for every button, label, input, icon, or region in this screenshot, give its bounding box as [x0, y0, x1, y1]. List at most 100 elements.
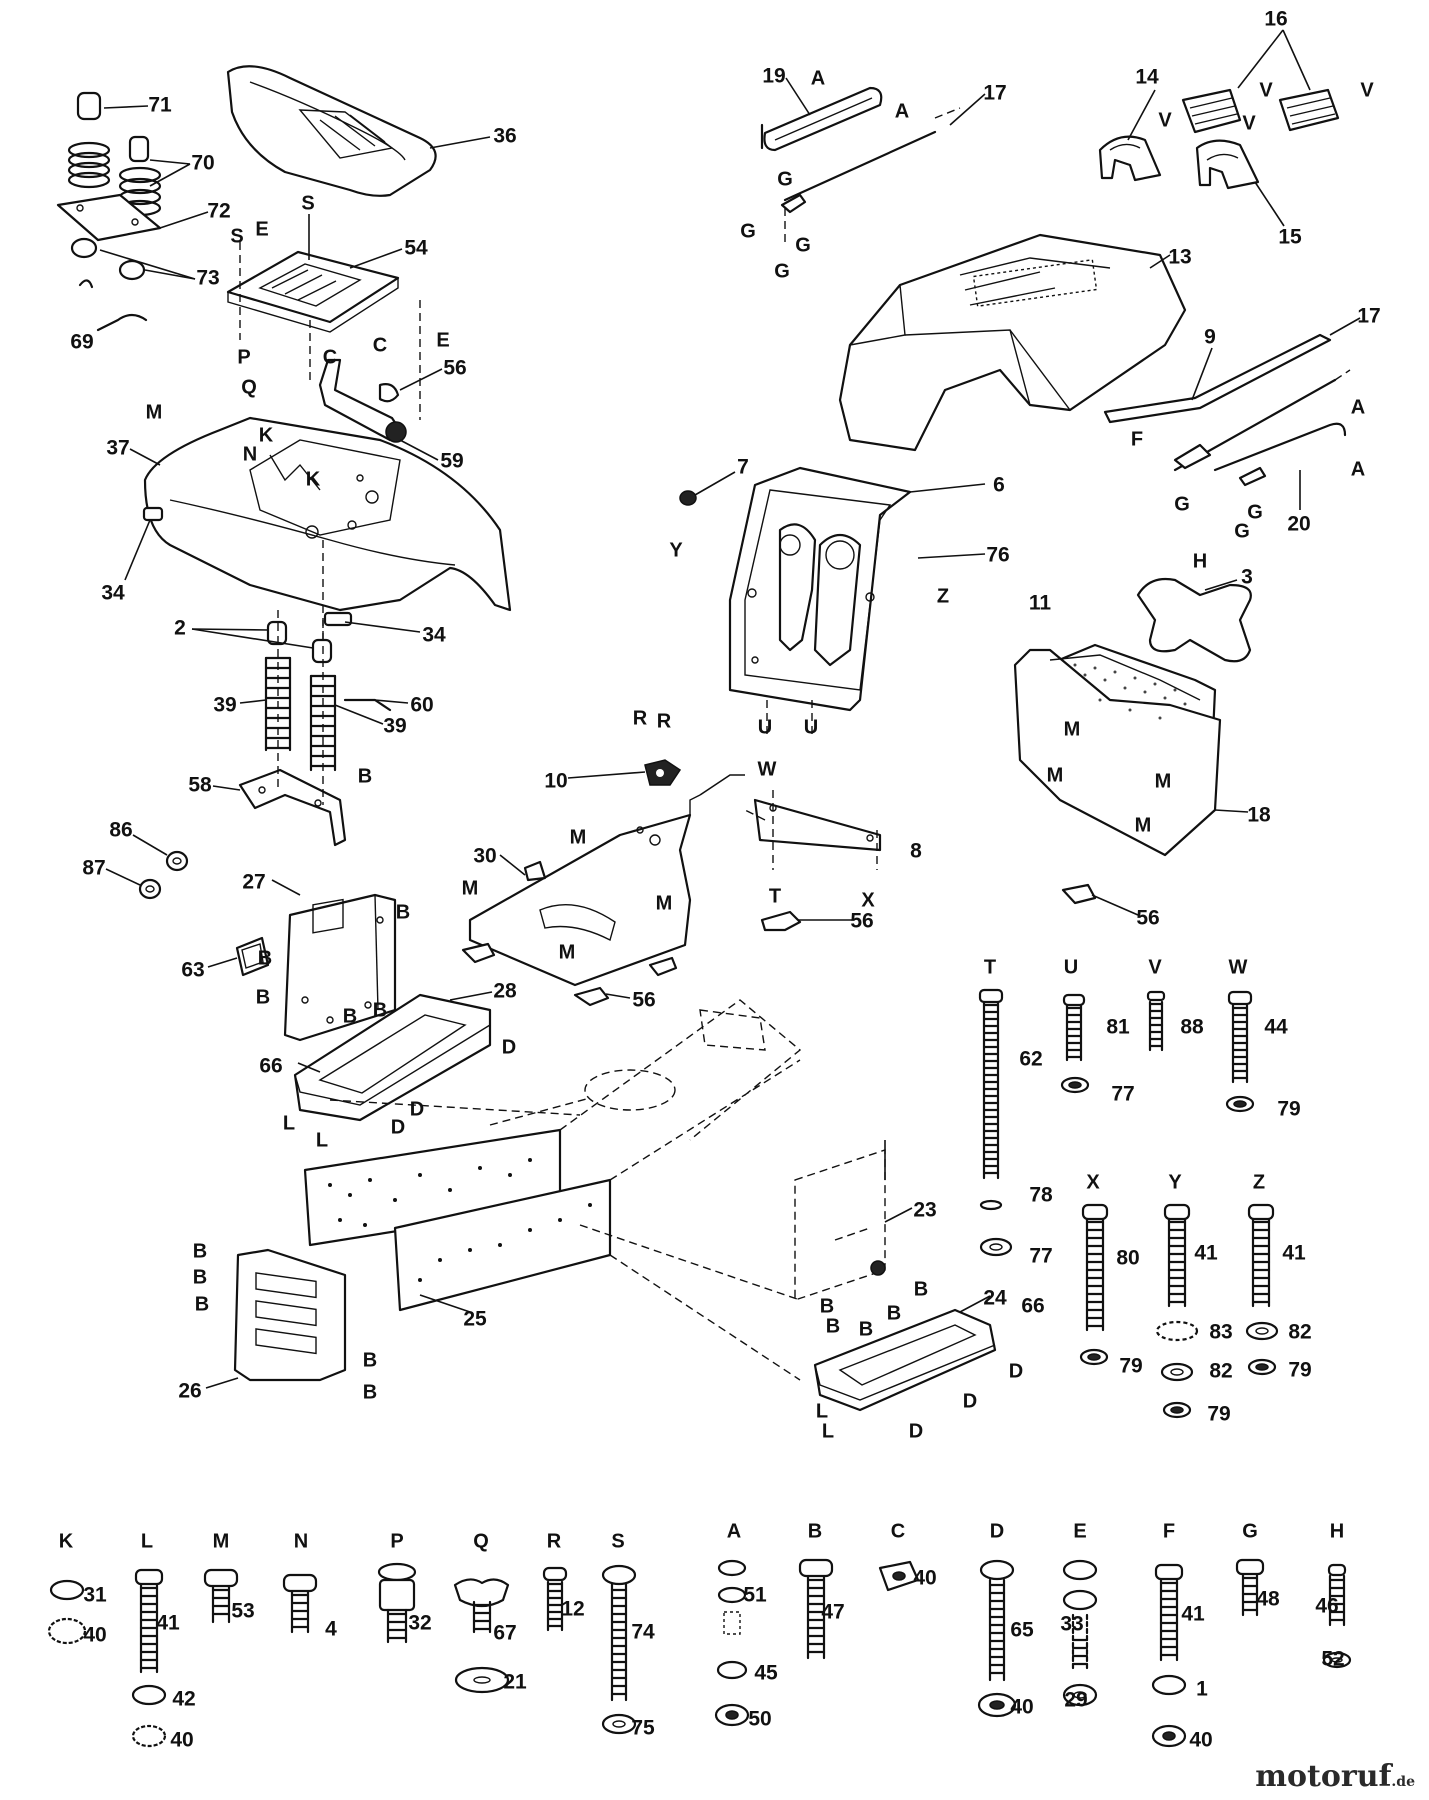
- part-label-23: 23: [913, 1199, 936, 1222]
- right-footrest: [794, 1140, 997, 1412]
- callout-letter-M: M: [570, 826, 587, 848]
- part-label-63: 63: [181, 959, 204, 982]
- callout-letter-S: S: [230, 225, 243, 247]
- column-letter-Y: Y: [1168, 1171, 1182, 1193]
- fastener-label-74: 74: [631, 1621, 655, 1644]
- row-letter-M: M: [213, 1530, 230, 1552]
- row-letter-C: C: [891, 1520, 905, 1542]
- part-label-24: 24: [983, 1287, 1007, 1310]
- callout-letter-L: L: [816, 1400, 828, 1422]
- fastener-label-21: 21: [503, 1671, 527, 1694]
- fastener-label-29: 29: [1064, 1689, 1087, 1712]
- pivot-bracket: [644, 759, 682, 786]
- part-label-11: 11: [1029, 592, 1052, 615]
- side-panel: [235, 893, 397, 1042]
- part-label-56: 56: [632, 989, 655, 1012]
- callout-letter-V: V: [1259, 79, 1273, 101]
- callout-letter-A: A: [895, 100, 909, 122]
- part-label-66: 66: [259, 1055, 282, 1078]
- column-letter-X: X: [1086, 1171, 1100, 1193]
- fastener-label-47: 47: [821, 1601, 844, 1624]
- clips: [461, 860, 1097, 1007]
- part-label-88: 88: [1180, 1016, 1204, 1039]
- knob-fasteners: [138, 850, 189, 900]
- fastener-label-33: 33: [1060, 1613, 1083, 1636]
- callout-letter-X: X: [861, 889, 875, 911]
- fastener-label-50: 50: [748, 1708, 771, 1731]
- callout-letter-K: K: [306, 468, 321, 490]
- part-label-25: 25: [463, 1308, 487, 1331]
- row-letter-F: F: [1163, 1520, 1175, 1542]
- console-pedestal: [728, 466, 912, 735]
- callout-letter-B: B: [859, 1318, 873, 1340]
- hood: [838, 233, 1187, 452]
- part-label-77: 77: [1029, 1245, 1052, 1268]
- column-letter-Z: Z: [1253, 1171, 1265, 1193]
- leader-lines: [99, 29, 1361, 1389]
- fastener-label-40: 40: [170, 1729, 193, 1752]
- part-label-72: 72: [207, 200, 230, 223]
- fender-spring-mounts: [238, 540, 392, 847]
- plug-7: [679, 490, 697, 506]
- callout-letter-L: L: [316, 1129, 328, 1151]
- part-label-70: 70: [191, 152, 214, 175]
- part-label-71: 71: [148, 94, 172, 117]
- hood-support-rods: [1103, 333, 1351, 487]
- part-label-79: 79: [1277, 1098, 1300, 1121]
- callout-letter-B: B: [373, 999, 387, 1021]
- callout-letter-B: B: [343, 1005, 357, 1027]
- rear-fender: [142, 416, 512, 627]
- part-label-2: 2: [174, 617, 186, 640]
- part-label-37: 37: [106, 437, 129, 460]
- callout-letter-G: G: [1247, 501, 1263, 523]
- part-label-39: 39: [383, 715, 406, 738]
- part-label-36: 36: [493, 125, 516, 148]
- part-label-59: 59: [440, 450, 463, 473]
- part-label-15: 15: [1278, 226, 1302, 249]
- part-label-6: 6: [993, 474, 1005, 497]
- fastener-label-32: 32: [408, 1612, 431, 1635]
- callout-letter-B: B: [195, 1293, 209, 1315]
- part-label-79: 79: [1119, 1355, 1142, 1378]
- fastener-label-40: 40: [83, 1624, 106, 1647]
- callout-letter-K: K: [259, 424, 274, 446]
- callout-letter-G: G: [740, 220, 756, 242]
- callout-letter-B: B: [258, 947, 272, 969]
- row-letter-P: P: [390, 1530, 403, 1552]
- seat-bracket: [318, 300, 421, 443]
- part-label-19: 19: [762, 65, 785, 88]
- part-label-34: 34: [422, 624, 446, 647]
- callout-letter-G: G: [774, 260, 790, 282]
- callout-letter-B: B: [358, 765, 372, 787]
- bolt-columns-right: [978, 988, 1279, 1419]
- callout-letter-B: B: [193, 1266, 207, 1288]
- part-label-80: 80: [1116, 1247, 1139, 1270]
- callout-letter-D: D: [502, 1036, 516, 1058]
- callout-letter-D: D: [909, 1420, 923, 1442]
- fastener-label-41: 41: [1181, 1603, 1205, 1626]
- callout-letter-R: R: [657, 710, 672, 732]
- seat-pan: [226, 214, 400, 380]
- part-label-41: 41: [1194, 1242, 1218, 1265]
- callout-letter-G: G: [1234, 520, 1250, 542]
- part-label-10: 10: [544, 770, 567, 793]
- callout-letter-M: M: [1155, 770, 1172, 792]
- part-label-56: 56: [850, 910, 873, 933]
- callout-letter-A: A: [1351, 458, 1365, 480]
- row-letter-B: B: [808, 1520, 822, 1542]
- callout-letter-P: P: [237, 346, 250, 368]
- callout-letter-T: T: [769, 885, 781, 907]
- callout-letter-M: M: [1064, 718, 1081, 740]
- part-label-69: 69: [70, 331, 93, 354]
- fastener-label-1: 1: [1196, 1678, 1208, 1701]
- column-letter-T: T: [984, 956, 996, 978]
- callout-letter-M: M: [1135, 814, 1152, 836]
- callout-letter-S: S: [301, 192, 314, 214]
- callout-letter-B: B: [396, 901, 410, 923]
- part-label-60: 60: [410, 694, 433, 717]
- callout-letter-G: G: [1174, 493, 1190, 515]
- linkage-rod: [744, 790, 882, 870]
